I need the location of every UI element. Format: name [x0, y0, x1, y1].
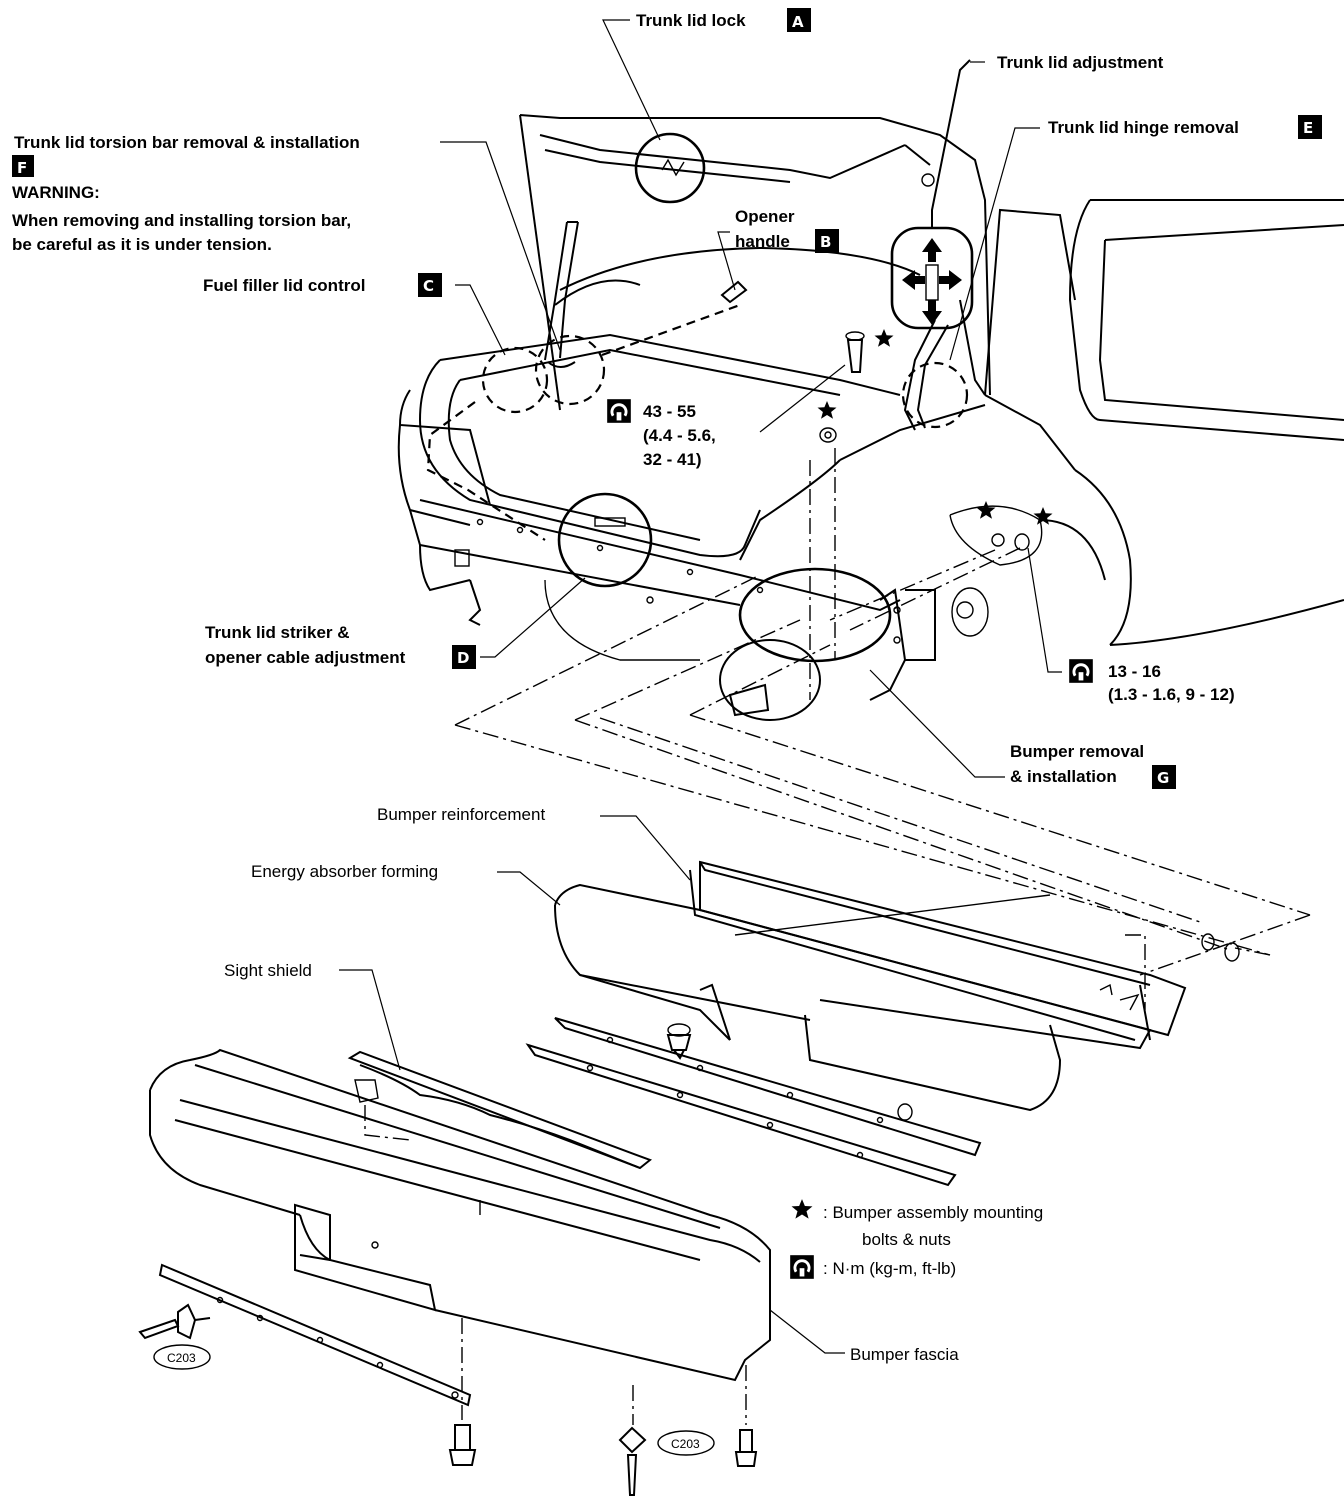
label-warning-title: WARNING:	[12, 183, 100, 202]
label-bumper-removal-line2: & installation	[1010, 767, 1117, 786]
badge-f-bg	[12, 155, 34, 177]
bumper-reinforcement-part	[689, 860, 1187, 1041]
callout-circles	[426, 132, 1043, 663]
torque-wrench-icon	[789, 1254, 815, 1280]
label-torque2-b: (1.3 - 1.6, 9 - 12)	[1108, 685, 1235, 704]
leader-lines	[339, 19, 1062, 1354]
label-warning-line2: be careful as it is under tension.	[12, 235, 272, 254]
label-opener-line1: Opener	[735, 207, 795, 226]
star-icon	[1033, 507, 1053, 525]
label-bumper-removal-line1: Bumper removal	[1010, 742, 1144, 761]
label-bumper-fascia: Bumper fascia	[850, 1345, 959, 1364]
badge-e: E	[1303, 119, 1313, 137]
star-icon	[791, 1199, 813, 1219]
label-torque1-c: 32 - 41)	[643, 450, 702, 469]
label-torque2-a: 13 - 16	[1108, 662, 1161, 681]
energy-absorber-part	[554, 883, 1152, 1112]
label-torque1-b: (4.4 - 5.6,	[643, 426, 716, 445]
badge-c: C	[423, 277, 434, 295]
badge-d: D	[457, 649, 469, 667]
label-sight-shield: Sight shield	[224, 961, 312, 980]
clip-code-2: C203	[671, 1437, 700, 1451]
badge-d-bg	[452, 645, 476, 669]
car-rear-body	[397, 114, 1344, 721]
label-trunk-lid-adjustment: Trunk lid adjustment	[997, 53, 1164, 72]
badge-b-bg	[815, 229, 839, 253]
badge-a-bg	[787, 8, 811, 32]
projection-lines	[454, 448, 1311, 1010]
label-energy-absorber: Energy absorber forming	[251, 862, 438, 881]
legend-star-line1: : Bumper assembly mounting	[823, 1203, 1043, 1222]
label-striker-line1: Trunk lid striker &	[205, 623, 350, 642]
torque-wrench-icon	[606, 398, 632, 424]
label-warning-line1: When removing and installing torsion bar…	[12, 211, 351, 230]
torque-wrench-icon	[1068, 658, 1094, 684]
badge-e-bg	[1298, 115, 1322, 139]
label-fuel-filler: Fuel filler lid control	[203, 276, 365, 295]
badge-b: B	[820, 233, 831, 251]
bumper-fascia-part	[149, 1048, 771, 1382]
label-bumper-reinforcement: Bumper reinforcement	[377, 805, 545, 824]
label-torque1-a: 43 - 55	[643, 402, 696, 421]
mounting-strips	[525, 1017, 982, 1187]
label-trunk-lid-hinge-removal: Trunk lid hinge removal	[1048, 118, 1239, 137]
badge-a: A	[792, 13, 804, 31]
label-striker-line2: opener cable adjustment	[205, 648, 406, 667]
star-icon	[874, 329, 894, 347]
label-trunk-lid-lock: Trunk lid lock	[636, 11, 746, 30]
trunk-lid-adjustment-box	[890, 59, 974, 330]
labels: Trunk lid lock A Trunk lid adjustment Tr…	[12, 8, 1322, 1456]
lower-strip-and-fasteners	[138, 933, 1240, 1496]
star-icon	[976, 501, 996, 519]
label-torsion-bar: Trunk lid torsion bar removal & installa…	[14, 133, 360, 152]
badge-g-bg	[1152, 765, 1176, 789]
clip-code-oval	[657, 1430, 715, 1456]
clip-code-1: C203	[167, 1351, 196, 1365]
badge-f: F	[17, 159, 27, 177]
legend-star-line2: bolts & nuts	[862, 1230, 951, 1249]
sight-shield-part	[347, 1050, 653, 1170]
clip-code-oval	[153, 1344, 211, 1370]
label-opener-line2: handle	[735, 232, 790, 251]
badge-c-bg	[418, 273, 442, 297]
star-icon	[817, 401, 837, 419]
badge-g: G	[1157, 769, 1169, 787]
legend-torque: : N·m (kg-m, ft-lb)	[823, 1259, 956, 1278]
